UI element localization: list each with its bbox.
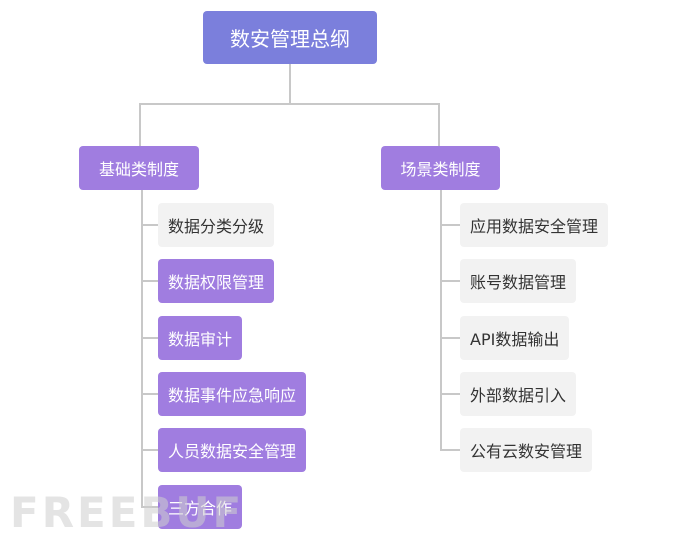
right-tick	[440, 224, 460, 226]
left-branch-drop	[139, 103, 141, 146]
left-tick	[141, 224, 158, 226]
left-tick	[141, 393, 158, 395]
right-branch-drop	[438, 103, 440, 146]
leaf-data-classification: 数据分类分级	[158, 203, 275, 247]
leaf-data-permission: 数据权限管理	[158, 259, 275, 303]
leaf-incident-response: 数据事件应急响应	[158, 372, 307, 416]
leaf-third-party: 三方合作	[158, 485, 243, 529]
leaf-data-audit: 数据审计	[158, 316, 243, 360]
right-tick	[440, 337, 460, 339]
left-tick	[141, 449, 158, 451]
root-node: 数安管理总纲	[203, 11, 377, 64]
leaf-external-import: 外部数据引入	[460, 372, 577, 416]
leaf-api-output: API数据输出	[460, 316, 570, 360]
leaf-account-data: 账号数据管理	[460, 259, 577, 303]
watermark-logo: FREEBUF	[10, 488, 245, 537]
category-scenario: 场景类制度	[381, 146, 500, 190]
category-basic: 基础类制度	[79, 146, 199, 190]
leaf-public-cloud: 公有云数安管理	[460, 428, 593, 472]
left-tick	[141, 337, 158, 339]
right-tick	[440, 449, 460, 451]
leaf-app-data-security: 应用数据安全管理	[460, 203, 609, 247]
leaf-personnel-security: 人员数据安全管理	[158, 428, 307, 472]
branch-bar	[139, 103, 440, 105]
root-stem	[289, 64, 291, 104]
right-tick	[440, 280, 460, 282]
left-trunk	[141, 190, 143, 508]
left-tick	[141, 280, 158, 282]
right-trunk	[440, 190, 442, 451]
left-tick	[141, 506, 158, 508]
right-tick	[440, 393, 460, 395]
